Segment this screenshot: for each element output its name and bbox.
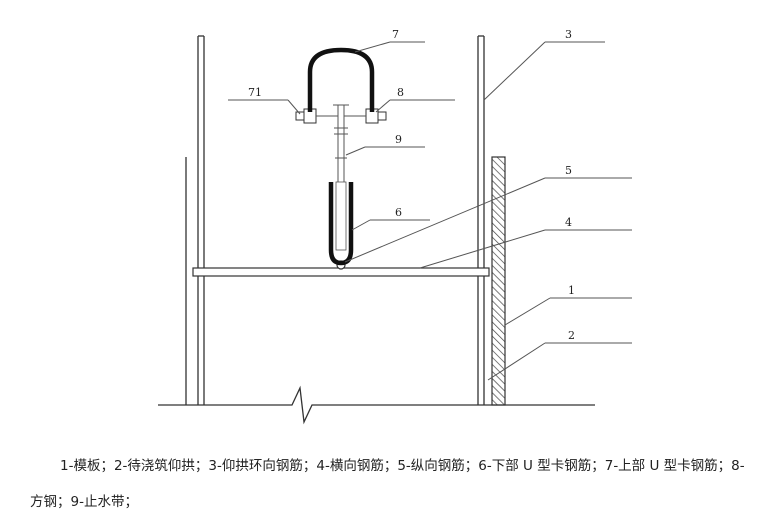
label-4: 4 <box>565 216 572 229</box>
ring-rebar-3 <box>477 35 485 405</box>
label-71: 71 <box>248 86 262 99</box>
label-8: 8 <box>397 86 404 99</box>
label-9: 9 <box>395 133 402 146</box>
formwork-1 <box>491 156 506 406</box>
construction-diagram: 7 3 71 8 9 5 6 4 1 2 <box>158 28 632 425</box>
ground-line <box>158 385 595 425</box>
upper-u-clip-7 <box>307 47 375 112</box>
waterstop-9 <box>333 104 349 182</box>
label-1: 1 <box>568 284 575 297</box>
figure-caption: 1-模板；2-待浇筑仰拱；3-仰拱环向钢筋；4-横向钢筋；5-纵向钢筋；6-下部… <box>30 458 745 510</box>
label-2: 2 <box>568 329 575 342</box>
label-6: 6 <box>395 206 402 219</box>
label-7: 7 <box>392 28 399 41</box>
lower-u-clip-6 <box>328 181 354 266</box>
label-3: 3 <box>565 28 572 41</box>
leader-lines <box>228 41 632 381</box>
label-5: 5 <box>565 164 572 177</box>
left-vertical-rebar <box>197 35 205 405</box>
